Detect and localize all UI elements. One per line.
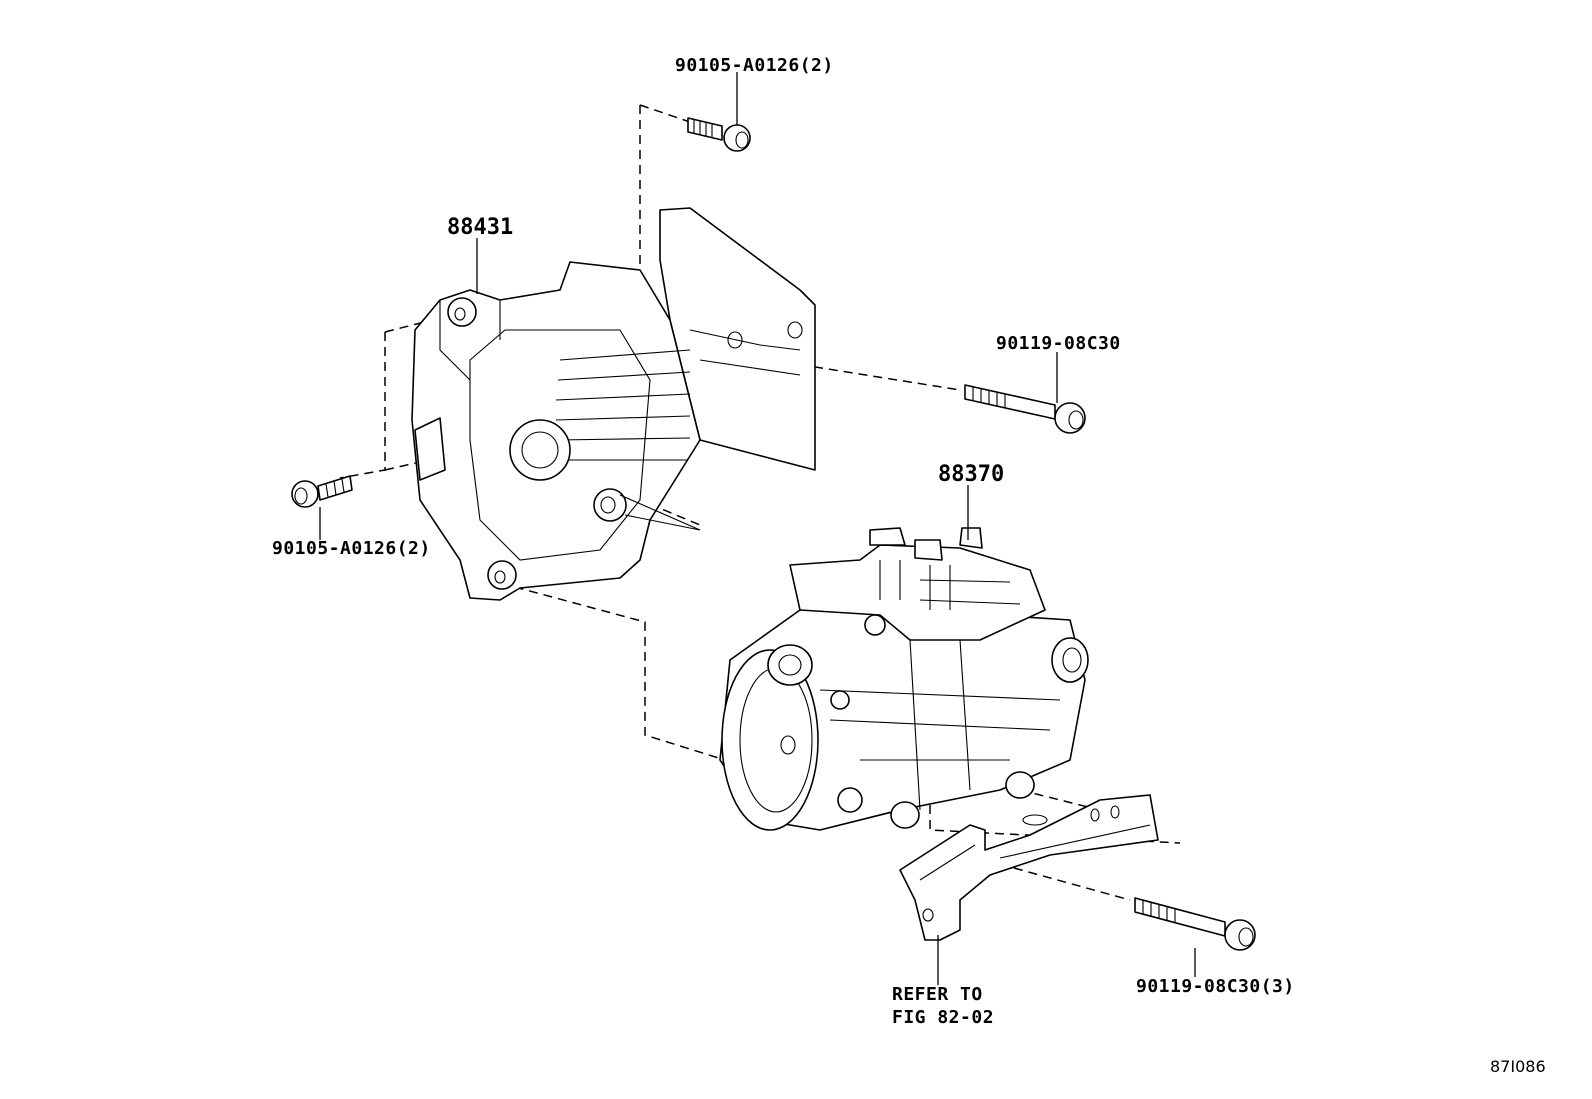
label-bolt-left: 90105-A0126(2) <box>272 538 431 559</box>
lower-bracket <box>899 794 1159 941</box>
label-bracket: 88431 <box>447 215 513 240</box>
bolt-90105-top <box>687 117 751 152</box>
label-compressor: 88370 <box>938 462 1004 487</box>
compressor-88370 <box>719 527 1089 831</box>
label-bolt-bottom: 90119-08C30(3) <box>1136 976 1295 997</box>
label-bolt-top: 90105-A0126(2) <box>675 55 834 76</box>
label-refer-line1: REFER TO <box>892 984 983 1005</box>
bolt-90105-left <box>291 475 353 508</box>
bolt-90119-right <box>964 384 1086 434</box>
figure-id: 87I086 <box>1490 1057 1546 1076</box>
bolt-90119-bottom <box>1134 897 1256 951</box>
leader-lines <box>319 72 1196 985</box>
label-refer-line2: FIG 82-02 <box>892 1007 994 1028</box>
bracket-88431 <box>411 207 816 601</box>
label-bolt-right: 90119-08C30 <box>996 333 1121 354</box>
